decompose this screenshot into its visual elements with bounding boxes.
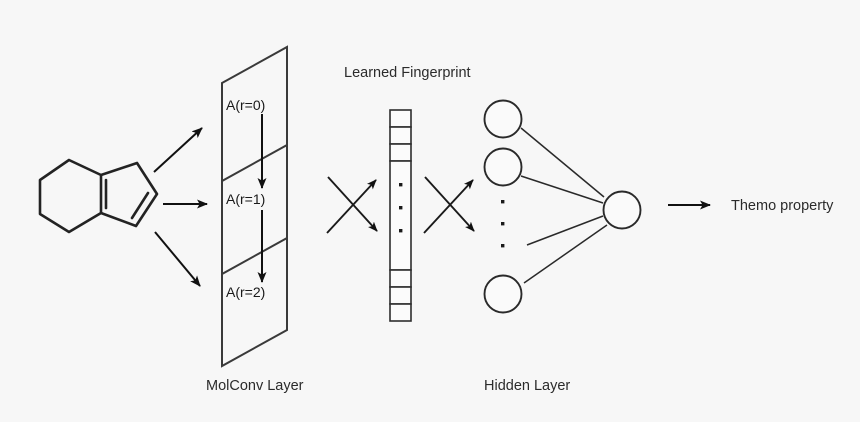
synapse-1 bbox=[520, 175, 604, 204]
synapse-2 bbox=[526, 215, 604, 246]
fingerprint-cell-top-2 bbox=[389, 143, 412, 162]
hidden-layer-label: Hidden Layer bbox=[484, 378, 570, 394]
section-labels: MolConv Layer Hidden Layer bbox=[206, 378, 570, 394]
fingerprint-cell-middle bbox=[389, 160, 412, 271]
molconv-layer-label: MolConv Layer bbox=[206, 378, 304, 394]
fingerprint-ellipsis-dot-2 bbox=[399, 229, 403, 233]
plane-group-0: A(r=0) bbox=[221, 45, 288, 183]
fingerprint-output-crossing-arrows bbox=[423, 176, 475, 234]
arrow-crossing-left-down bbox=[327, 176, 378, 232]
molecule-five-ring bbox=[99, 161, 159, 228]
fingerprint-cell-bottom-2 bbox=[389, 303, 412, 322]
plane-label-0: A(r=0) bbox=[226, 97, 265, 113]
arrow-crossing-left-up bbox=[326, 179, 377, 234]
learned-fingerprint-vector: Learned Fingerprint bbox=[344, 65, 471, 322]
fingerprint-ellipsis-dot-0 bbox=[399, 183, 403, 187]
molecule-double-bond-right bbox=[130, 191, 150, 220]
fingerprint-cell-bottom-0 bbox=[389, 269, 412, 288]
hidden-ellipsis-dot-1 bbox=[501, 222, 505, 226]
arrow-molecule-to-plane-2 bbox=[154, 231, 201, 287]
output-group: Themo property bbox=[668, 198, 834, 214]
output-neuron bbox=[602, 190, 642, 230]
arrow-crossing-right-down bbox=[424, 176, 475, 232]
synapse-3 bbox=[523, 224, 608, 284]
arrow-molecule-to-plane-0 bbox=[153, 127, 203, 173]
plane-shape-0 bbox=[221, 45, 288, 183]
arrow-crossing-right-up bbox=[423, 179, 474, 234]
fingerprint-cell-bottom-1 bbox=[389, 286, 412, 305]
molecule-structure bbox=[38, 158, 159, 234]
hidden-layer-group bbox=[483, 99, 642, 314]
hidden-ellipsis-dot-2 bbox=[501, 244, 505, 248]
molecule-to-planes-arrows bbox=[153, 127, 208, 287]
hidden-neuron-2 bbox=[483, 274, 523, 314]
fingerprint-input-crossing-arrows bbox=[326, 176, 378, 234]
fingerprint-cell-top-1 bbox=[389, 126, 412, 145]
learned-fingerprint-label: Learned Fingerprint bbox=[344, 65, 471, 81]
hidden-neuron-0 bbox=[483, 99, 523, 139]
plane-label-1: A(r=1) bbox=[226, 191, 265, 207]
fingerprint-cell-top-0 bbox=[389, 109, 412, 128]
plane-label-2: A(r=2) bbox=[226, 284, 265, 300]
hidden-neuron-1 bbox=[483, 147, 523, 187]
output-property-label: Themo property bbox=[731, 198, 834, 214]
fingerprint-ellipsis-dot-1 bbox=[399, 206, 403, 210]
synapse-0 bbox=[520, 127, 605, 198]
hidden-ellipsis-dot-0 bbox=[501, 200, 505, 204]
